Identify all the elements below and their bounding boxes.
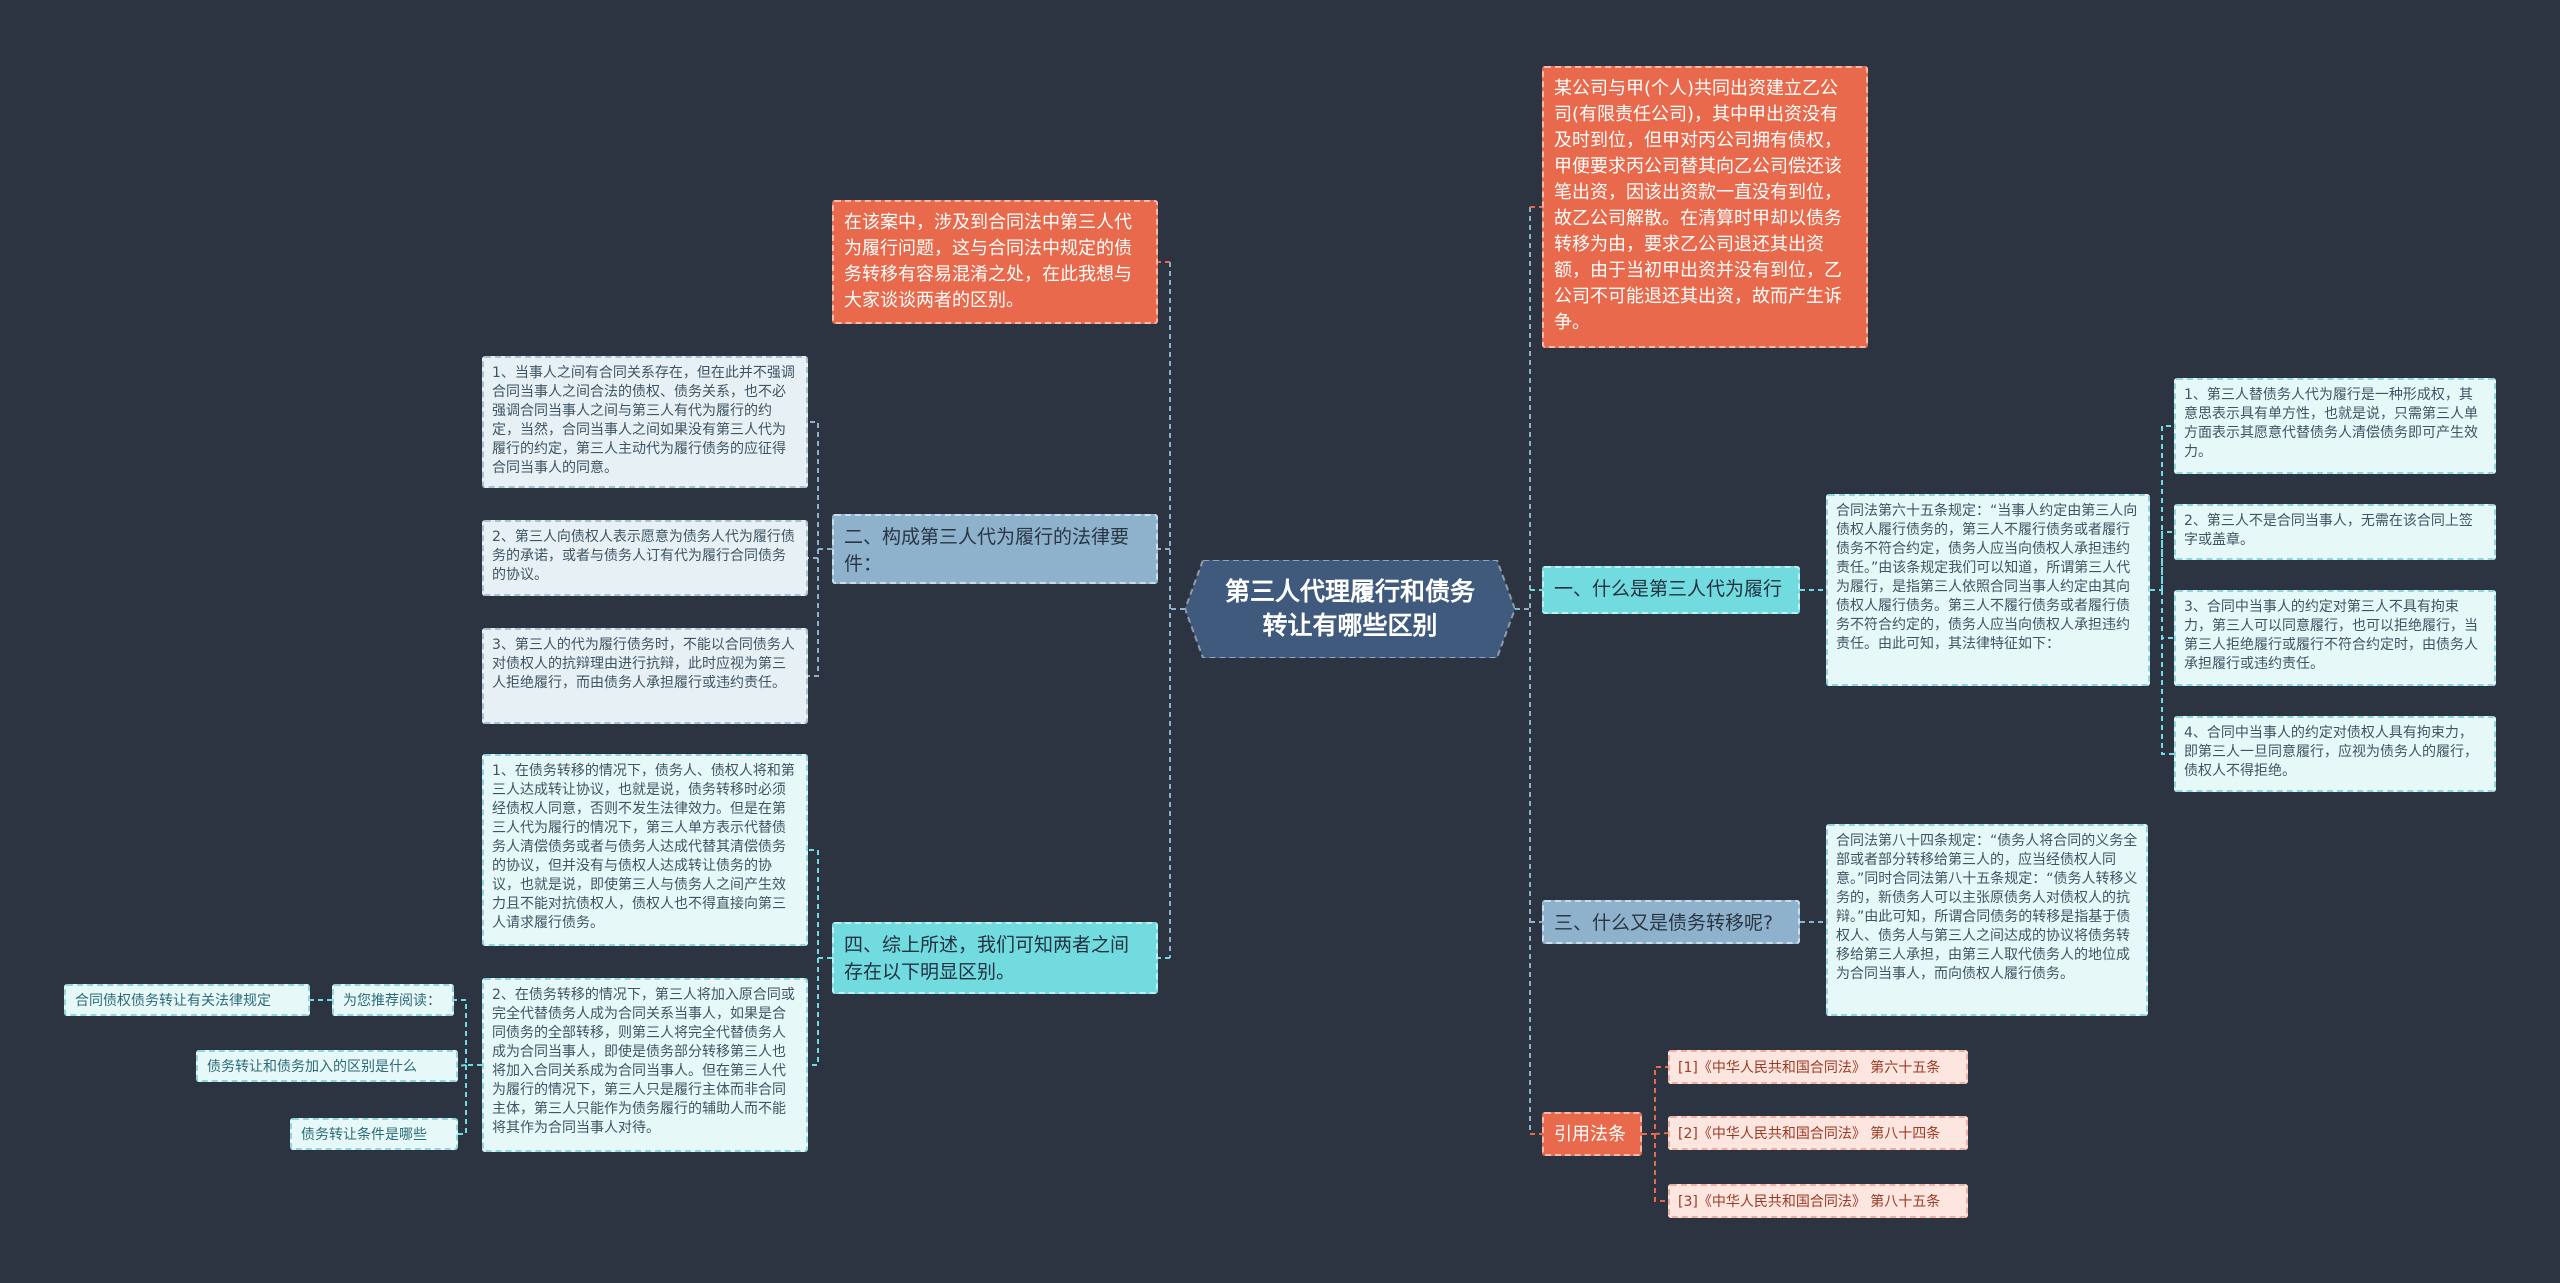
link-s1-item2	[2161, 531, 2174, 590]
link-s1-item4	[2161, 590, 2174, 755]
section4-title-node[interactable]: 四、综上所述，我们可知两者之间存在以下明显区别。	[832, 922, 1158, 994]
link-s2-item2	[808, 549, 819, 559]
link-s2-item3	[808, 549, 819, 677]
link-s1-item3	[2161, 590, 2174, 639]
section2-title-node[interactable]: 二、构成第三人代为履行的法律要件：	[832, 514, 1158, 584]
section1-item-1[interactable]: 1、第三人替债务人代为履行是一种形成权，其意思表示具有单方性，也就是说，只需第三…	[2174, 378, 2496, 474]
reference-item-3[interactable]: [3]《中华人民共和国合同法》 第八十五条	[1668, 1184, 1968, 1218]
section2-item-2[interactable]: 2、第三人向债权人表示愿意为债务人代为履行债务的承诺，或者与债务人订有代为履行合…	[482, 520, 808, 596]
recommend-label: 为您推荐阅读：	[332, 984, 454, 1016]
section4-item-1[interactable]: 1、在债务转移的情况下，债务人、债权人将和第三人达成转让协议，也就是说，债务转移…	[482, 754, 808, 946]
link-rec-3	[458, 1065, 467, 1135]
intro-node[interactable]: 在该案中，涉及到合同法中第三人代为履行问题，这与合同法中规定的债务转移有容易混淆…	[832, 200, 1158, 324]
link-ref-3	[1654, 1134, 1668, 1202]
case-node[interactable]: 某公司与甲(个人)共同出资建立乙公司(有限责任公司)，其中甲出资没有及时到位，但…	[1542, 66, 1868, 348]
recommend-link-3[interactable]: 债务转让条件是哪些	[290, 1118, 458, 1150]
link-ref-2	[1654, 1132, 1669, 1135]
section1-detail[interactable]: 合同法第六十五条规定：“当事人约定由第三人向债权人履行债务的，第三人不履行债务或…	[1826, 494, 2150, 686]
section2-item-1[interactable]: 1、当事人之间有合同关系存在，但在此并不强调合同当事人之间合法的债权、债务关系，…	[482, 356, 808, 488]
link-s2-item1	[808, 421, 832, 550]
recommend-link-1[interactable]: 合同债权债务转让有关法律规定	[64, 984, 310, 1016]
section2-item-3[interactable]: 3、第三人的代为履行债务时，不能以合同债务人对债权人的抗辩理由进行抗辩，此时应视…	[482, 628, 808, 724]
reference-item-2[interactable]: [2]《中华人民共和国合同法》 第八十四条	[1668, 1116, 1968, 1150]
section1-title-node[interactable]: 一、什么是第三人代为履行	[1542, 566, 1800, 614]
link-s4-item2	[808, 958, 819, 1066]
link-s1-item1	[2150, 425, 2174, 591]
section1-item-2[interactable]: 2、第三人不是合同当事人，无需在该合同上签字或盖章。	[2174, 504, 2496, 560]
center-title: 第三人代理履行和债务转让有哪些区别	[1224, 577, 1475, 640]
section1-item-4[interactable]: 4、合同中当事人的约定对债权人具有拘束力，即第三人一旦同意履行，应视为债务人的履…	[2174, 716, 2496, 792]
link-s4-item1	[808, 849, 832, 959]
center-node[interactable]: 第三人代理履行和债务转让有哪些区别	[1185, 560, 1515, 658]
center-hexagon-shape	[1185, 560, 1515, 658]
link-rec-2	[457, 1064, 467, 1067]
section3-title-node[interactable]: 三、什么又是债务转移呢?	[1542, 900, 1800, 944]
reference-item-1[interactable]: [1]《中华人民共和国合同法》 第六十五条	[1668, 1050, 1968, 1084]
recommend-link-2[interactable]: 债务转让和债务加入的区别是什么	[196, 1050, 458, 1082]
section4-item-2[interactable]: 2、在债务转移的情况下，第三人将加入原合同或完全代替债务人成为合同关系当事人，如…	[482, 978, 808, 1152]
link-ref-1	[1642, 1066, 1668, 1135]
section3-detail[interactable]: 合同法第八十四条规定：“债务人将合同的义务全部或者部分转移给第三人的，应当经债权…	[1826, 824, 2148, 1016]
section1-item-3[interactable]: 3、合同中当事人的约定对第三人不具有拘束力，第三人可以同意履行，也可以拒绝履行，…	[2174, 590, 2496, 686]
link-recommend-label	[454, 999, 482, 1066]
references-title-node[interactable]: 引用法条	[1542, 1112, 1642, 1156]
